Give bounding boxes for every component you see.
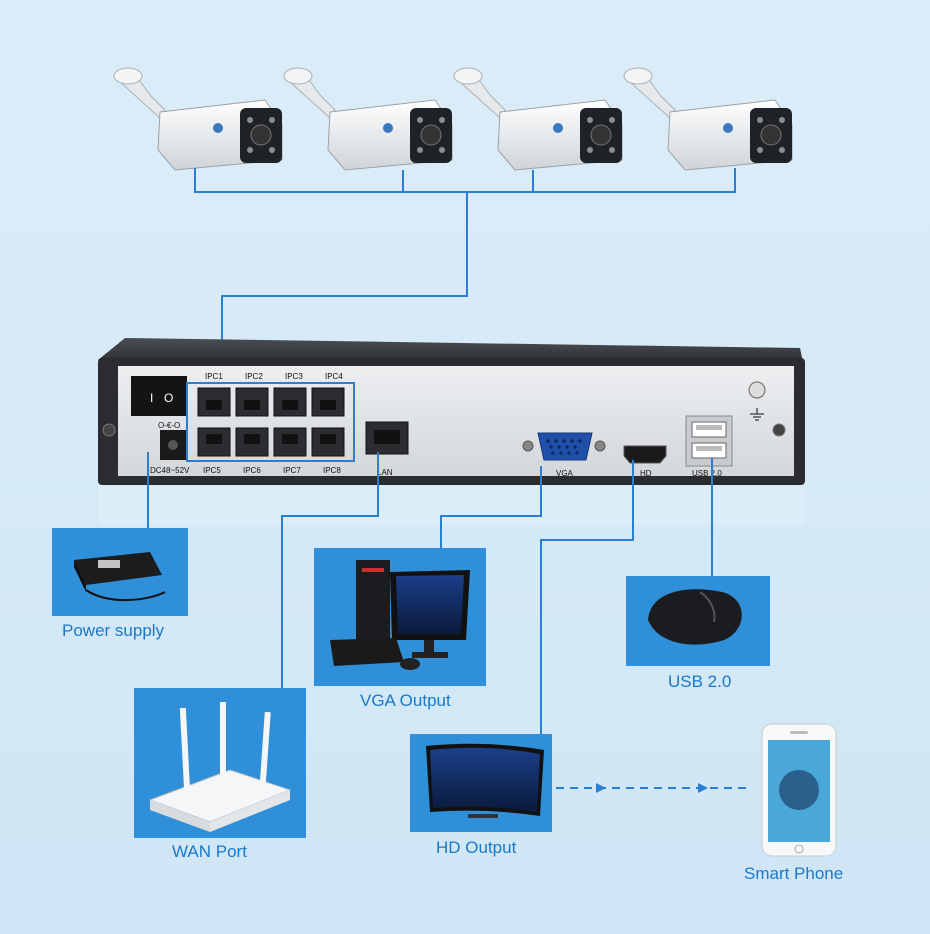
nvr-recorder: I O O-€-O IPC1 IPC2 IPC3 IPC4 IPC5 IPC6 … [98, 338, 805, 485]
ipc-label-7: IPC7 [283, 466, 301, 475]
ground-symbol [750, 408, 764, 421]
wan-port-panel [134, 688, 306, 838]
hd-port [623, 445, 667, 464]
mouse-small-icon [400, 658, 420, 670]
keyboard-icon [330, 638, 404, 666]
usb-device-panel [626, 576, 770, 666]
vga-label: VGA [556, 469, 574, 478]
usb-device-label: USB 2.0 [668, 672, 732, 691]
device-cables [147, 452, 713, 734]
smart-phone-label: Smart Phone [744, 864, 844, 883]
ground-screw [748, 381, 766, 399]
ipc-label-6: IPC6 [243, 466, 261, 475]
camera-2 [283, 67, 453, 171]
power-supply-label: Power supply [62, 621, 165, 640]
hd-label: HD [640, 469, 652, 478]
nvr-reflection [98, 485, 805, 525]
ipc-label-2: IPC2 [245, 372, 263, 381]
camera-cables [194, 168, 736, 378]
usb-ports [685, 415, 733, 467]
power-switch [131, 376, 187, 416]
camera-3 [453, 67, 623, 171]
vga-port [522, 432, 606, 461]
camera-1 [113, 67, 283, 171]
hd-output-panel [410, 734, 552, 832]
vga-output-panel [314, 548, 486, 686]
ipc-label-4: IPC4 [325, 372, 343, 381]
ipc-ports [197, 387, 345, 457]
vga-output-label: VGA Output [360, 691, 451, 710]
mouse-icon [648, 589, 742, 645]
svg-text:I: I [150, 391, 153, 405]
ipc-label-1: IPC1 [205, 372, 223, 381]
ipc-label-3: IPC3 [285, 372, 303, 381]
wan-port-label: WAN Port [172, 842, 247, 861]
svg-text:O: O [164, 391, 173, 405]
ipc-label-8: IPC8 [323, 466, 341, 475]
smart-phone-device [761, 723, 837, 857]
svg-text:O-€-O: O-€-O [158, 421, 180, 430]
ipc-label-5: IPC5 [203, 466, 221, 475]
power-supply-panel [52, 528, 188, 616]
hd-output-label: HD Output [436, 838, 517, 857]
wifi-link [556, 783, 752, 793]
power-rating-label: DC48~52V [150, 466, 190, 475]
lan-label: LAN [377, 468, 393, 477]
camera-4 [623, 67, 793, 171]
usb-port-label: USB 2.0 [692, 469, 722, 478]
